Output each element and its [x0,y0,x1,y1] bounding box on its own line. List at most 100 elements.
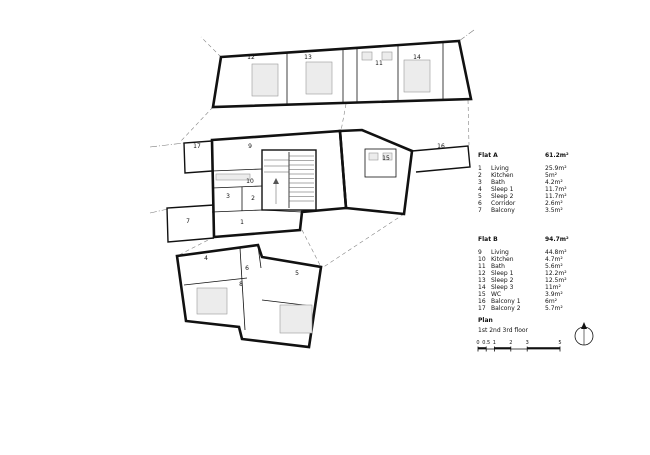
room-area: 5.6m² [545,263,563,270]
legend-row: 3 Bath 4.2m² [478,179,578,186]
stair-direction-arrow [273,178,279,184]
flat-title: Flat A [478,152,498,159]
flat-title: Flat B [478,236,498,243]
room-area: 4.2m² [545,179,563,186]
room-area: 11.7m² [545,193,567,200]
legend-row: 2 Kitchen 5m² [478,172,578,179]
projection-lines [149,29,475,269]
balcony-17 [183,140,213,174]
balcony-7 [166,204,215,243]
legend-header: Flat A 61.2m² [478,152,578,159]
room-no: 12 [478,270,486,277]
room-label: Corridor [491,200,516,207]
legend-row: 6 Corridor 2.6m² [478,200,578,207]
room-no: 14 [478,284,486,291]
room-number-label: 7 [186,218,190,225]
room-number-label: 15 [382,155,390,162]
room-area: 3.9m² [545,291,563,298]
kitchen-counter [215,173,251,181]
legend-row: 5 Sleep 2 11.7m² [478,193,578,200]
scale-bar: 0 0.5 1 2 3 5 [476,340,562,352]
flat-total-area: 61.2m² [545,152,569,159]
room-label: Sleep 1 [491,270,514,277]
room-no: 10 [478,256,486,263]
room-number-label: 13 [304,54,312,61]
room-number-label: 3 [226,193,230,200]
room-no: 16 [478,298,486,305]
room-no: 9 [478,249,482,256]
lower-building [175,243,323,349]
north-arrow-icon [574,322,594,346]
room-area: 4.7m² [545,256,563,263]
legend-row: 13 Sleep 2 12.5m² [478,277,578,284]
bed-lower-left [196,287,228,315]
room-number-label: 16 [437,143,445,150]
bath-fixture [361,51,373,61]
room-number-labels: 1 2 3 4 5 6 7 8 9 10 11 12 13 14 15 16 1… [186,54,445,288]
room-label: Sleep 2 [491,193,514,200]
room-no: 2 [478,172,482,179]
bed-room14 [403,59,431,93]
room-no: 3 [478,179,482,186]
wc-room [364,148,397,178]
room-number-label: 14 [413,54,421,61]
room-number-label: 2 [251,195,255,202]
room-number-label: 6 [245,265,249,272]
upper-building [211,39,473,109]
scale-label: 0 [476,340,479,346]
room-area: 12.2m² [545,270,567,277]
room-label: Kitchen [491,256,514,263]
legend-row: 17 Balcony 2 5.7m² [478,305,578,312]
room-area: 6m² [545,298,558,305]
room-label: Balcony 2 [491,305,521,312]
room-area: 12.5m² [545,277,567,284]
room-number-label: 10 [246,178,254,185]
legend-row: 14 Sleep 3 11m² [478,284,578,291]
room-no: 11 [478,263,486,270]
flat-total-area: 94.7m² [545,236,569,243]
room-area: 44.8m² [545,249,567,256]
room-no: 17 [478,305,486,312]
room-number-label: 4 [204,255,208,262]
bed-room12 [251,63,279,97]
room-no: 13 [478,277,486,284]
room-area: 11.7m² [545,186,567,193]
bath-fixture [381,51,393,61]
legend-row: 7 Balcony 3.5m² [478,207,578,214]
bed-lower-right [279,304,313,334]
room-number-label: 9 [248,143,252,150]
scale-label: 5 [558,340,561,346]
legend-row: 4 Sleep 1 11.7m² [478,186,578,193]
legend-flat-b: Flat B 94.7m² 9 Living 44.8m² 10 Kitchen… [478,236,578,312]
room-area: 5.7m² [545,305,563,312]
room-label: Bath [491,179,505,186]
scale-label: 0.5 [482,340,490,346]
room-label: Bath [491,263,505,270]
room-area: 3.5m² [545,207,563,214]
middle-building [166,128,471,243]
balcony-16 [411,145,471,173]
room-area: 2.6m² [545,200,563,207]
room-label: WC [491,291,502,298]
room-number-label: 17 [193,143,201,150]
scale-label: 2 [509,340,512,346]
scale-label: 3 [526,340,529,346]
room-label: Sleep 2 [491,277,514,284]
room-number-label: 5 [295,270,299,277]
plan-title: Plan [478,317,493,324]
room-number-label: 12 [247,54,255,61]
room-label: Sleep 1 [491,186,514,193]
legend-flat-a: Flat A 61.2m² 1 Living 25.9m² 2 Kitchen … [478,152,578,214]
legend-row: 9 Living 44.8m² [478,249,578,256]
legend-row: 15 WC 3.9m² [478,291,578,298]
stair-core [261,149,317,211]
room-no: 5 [478,193,482,200]
room-no: 7 [478,207,482,214]
plan-title-block: Plan 1st 2nd 3rd floor [478,317,528,334]
room-label: Balcony [491,207,515,214]
room-no: 6 [478,200,482,207]
legend-row: 11 Bath 5.6m² [478,263,578,270]
legend-row: 10 Kitchen 4.7m² [478,256,578,263]
